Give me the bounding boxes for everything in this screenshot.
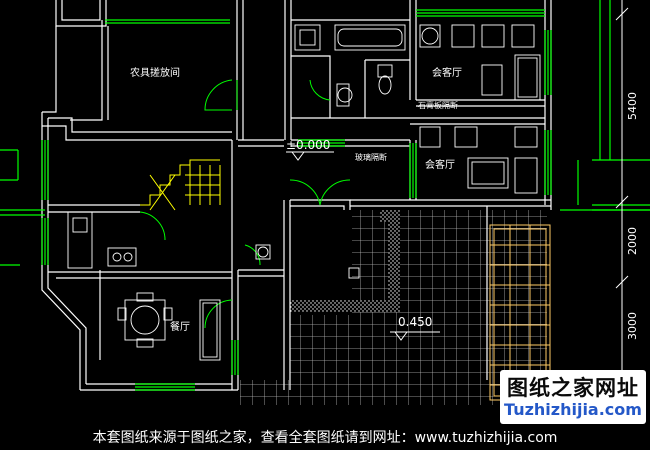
watermark-url: Tuzhizhijia.com — [504, 400, 642, 419]
label-glass-partition: 玻璃隔断 — [355, 152, 387, 162]
watermark-badge: 图纸之家网址 Tuzhizhijia.com — [500, 370, 646, 424]
windows — [0, 0, 650, 391]
stairs — [140, 159, 221, 211]
doors — [139, 79, 351, 329]
level-marker-yard: 0.450 — [390, 315, 440, 341]
room-label-reception-top: 会客厅 — [432, 66, 462, 79]
dimension-2000: 2000 — [626, 227, 639, 255]
dimension-5400: 5400 — [626, 92, 639, 120]
svg-text:±0.000: ±0.000 — [286, 138, 330, 152]
furniture — [67, 24, 541, 361]
footer-caption: 本套图纸来源于图纸之家，查看全套图纸请到网址：www.tuzhizhijia.c… — [92, 430, 558, 446]
label-gypsum-partition: 石膏板隔断 — [418, 100, 458, 110]
room-label-dining: 餐厅 — [170, 320, 190, 333]
dimension-3000: 3000 — [626, 312, 639, 340]
planter-border — [290, 210, 400, 312]
right-tiles — [487, 210, 547, 380]
step-tiles — [240, 380, 500, 405]
dimension-lines — [615, 0, 629, 400]
svg-text:0.450: 0.450 — [398, 315, 432, 329]
room-label-reception-mid: 会客厅 — [425, 158, 455, 171]
level-marker-main: ±0.000 — [286, 138, 334, 161]
room-label-storage: 农具搓放间 — [130, 66, 180, 79]
watermark-title: 图纸之家网址 — [507, 376, 639, 400]
